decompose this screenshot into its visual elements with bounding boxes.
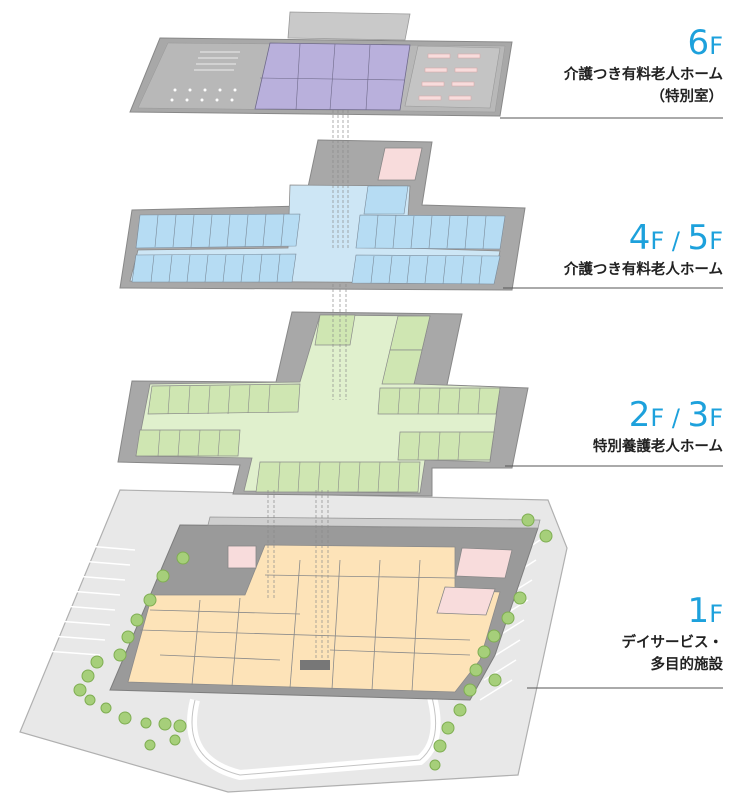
floor-23-rooms: [135, 314, 501, 493]
floor-6-walls: [259, 43, 406, 111]
floor-1-description-2: 多目的施設: [650, 657, 724, 673]
floor-23-plan: [117, 311, 529, 497]
floor-45-walls: [150, 213, 487, 285]
floor-6-tables: [418, 53, 481, 101]
parking-lines-left: [31, 544, 136, 656]
floor-1-description: デイサービス・: [621, 635, 724, 651]
floor-6-lounge: [404, 45, 501, 109]
floor-45-number: 4F / 5F: [628, 218, 723, 258]
floor-23-description: 特別養護老人ホーム: [592, 439, 723, 455]
floor-45-description: 介護つき有料老人ホーム: [563, 262, 723, 278]
floor-6-number: 6F: [687, 23, 723, 63]
floor-6-description: 介護つき有料老人ホーム: [563, 67, 723, 83]
floor-1-room-pink-b: [455, 547, 513, 579]
floor-1-label: 1F デイサービス・ 多目的施設: [622, 593, 724, 676]
floor-6-label: 6F 介護つき有料老人ホーム （特別室）: [564, 25, 723, 108]
floor-23-number: 2F / 3F: [628, 395, 723, 435]
label-rules: [500, 117, 723, 689]
floor-1-room-pink-a: [227, 545, 257, 569]
floor-1-stair: [300, 660, 330, 670]
floor-45-label: 4F / 5F 介護つき有料老人ホーム: [564, 220, 723, 281]
floor-1-plan: [19, 489, 568, 793]
floor-1-number: 1F: [687, 591, 723, 631]
floor-45-plan: [119, 139, 526, 291]
trees: [73, 513, 553, 771]
floor-23-walls: [157, 384, 481, 493]
floor-23-label: 2F / 3F 特別養護老人ホーム: [593, 397, 723, 458]
floor-6-chairs: [194, 51, 240, 71]
floor-6-description-2: （特別室）: [650, 89, 724, 105]
floor-6-plan: [129, 11, 513, 117]
floor-45-room-pink: [377, 147, 423, 181]
floor-6-seats: [170, 88, 237, 102]
shaft-connectors: [267, 110, 349, 660]
floor-45-rooms: [131, 185, 506, 285]
floor-1-room-pink-c: [436, 586, 496, 616]
floor-1-interior: [127, 544, 501, 693]
floor-1-walls: [139, 559, 471, 692]
